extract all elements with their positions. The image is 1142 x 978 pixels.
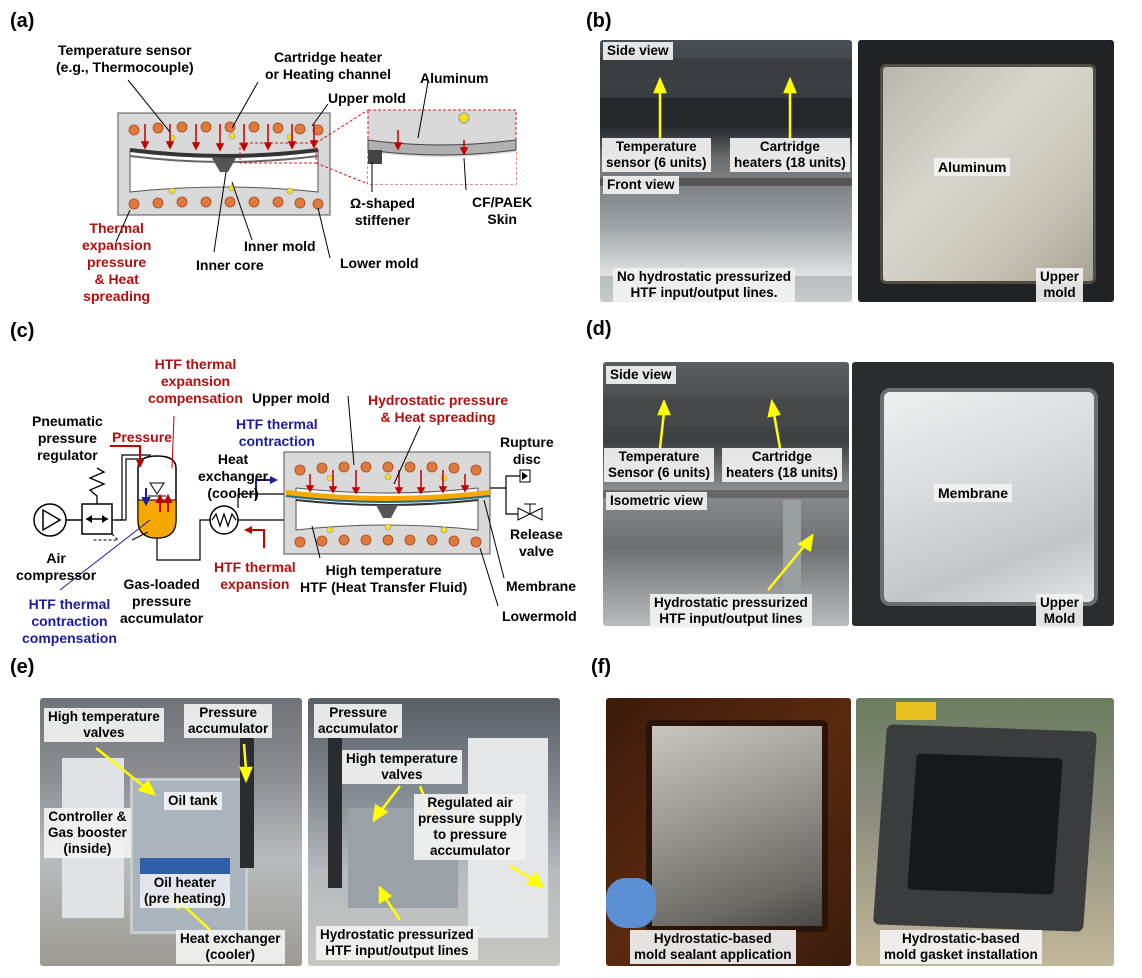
upper-heaters bbox=[128, 121, 324, 136]
panel-label-e: (e) bbox=[10, 656, 35, 678]
label-c-upper-mold: Upper mold bbox=[252, 390, 330, 406]
panel-label-b: (b) bbox=[586, 10, 612, 32]
panel-label-d: (d) bbox=[586, 318, 612, 340]
label-c-membrane: Membrane bbox=[506, 578, 577, 594]
caption-b-side-view: Side view bbox=[603, 42, 673, 60]
photo-f-sealant bbox=[606, 698, 851, 966]
panel-label-a: (a) bbox=[10, 10, 35, 32]
caption-e-controller: Controller &Gas booster (inside) bbox=[44, 808, 131, 858]
label-c-hydrostatic: Hydrostatic pressure& Heat spreading bbox=[368, 392, 509, 425]
caption-b-aluminum: Aluminum bbox=[934, 158, 1011, 176]
caption-e-oil-tank: Oil tank bbox=[164, 792, 222, 810]
caption-e-heat-exchanger: Heat exchanger(cooler) bbox=[176, 930, 285, 964]
caption-d-isometric: Isometric view bbox=[606, 492, 708, 510]
label-inner-core: Inner core bbox=[196, 257, 264, 273]
label-c-pressure: Pressure bbox=[112, 429, 172, 445]
caption-d-side-view: Side view bbox=[606, 366, 676, 384]
label-c-lowermold: Lowermold bbox=[502, 608, 577, 624]
label-temperature-sensor: Temperature sensor(e.g., Thermocouple) bbox=[56, 42, 194, 75]
photo-f-gasket bbox=[856, 698, 1114, 966]
caption-b-front-view: Front view bbox=[603, 176, 679, 194]
caption-d-membrane: Membrane bbox=[934, 484, 1013, 502]
label-upper-mold: Upper mold bbox=[328, 90, 406, 106]
label-lower-mold: Lower mold bbox=[340, 255, 419, 271]
label-aluminum: Aluminum bbox=[420, 70, 489, 86]
panel-label-f: (f) bbox=[591, 656, 611, 678]
caption-e-oil-heater: Oil heater(pre heating) bbox=[140, 874, 230, 908]
label-inner-mold: Inner mold bbox=[244, 238, 316, 254]
panel-label-c: (c) bbox=[10, 320, 35, 342]
